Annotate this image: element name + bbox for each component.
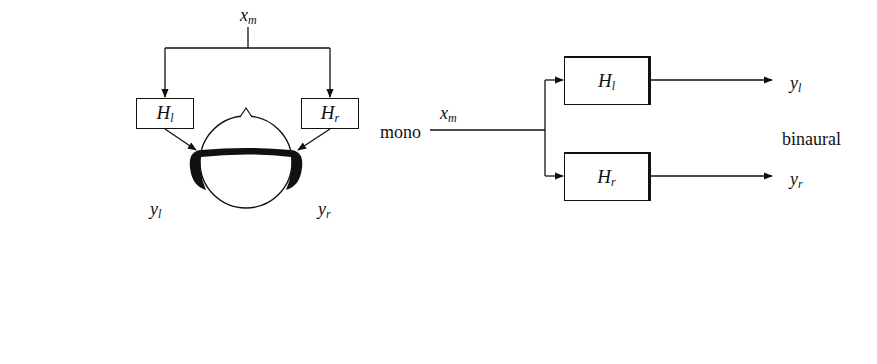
signal-name: yl xyxy=(790,74,801,94)
output-label: binaural xyxy=(782,130,841,148)
filter-box: Hr xyxy=(564,152,651,201)
filter-label: Hl xyxy=(156,103,173,124)
signal-name: yr xyxy=(318,200,331,220)
head-illustration xyxy=(190,108,303,208)
signal-name: yl xyxy=(150,200,161,220)
filter-box: Hr xyxy=(301,98,359,129)
signal-name: yr xyxy=(790,170,803,190)
input-label: mono xyxy=(380,123,421,141)
filter-box: Hl xyxy=(136,98,194,129)
filter-label: Hr xyxy=(597,167,615,188)
signal-name: xm xyxy=(440,104,457,124)
filter-label: Hr xyxy=(321,103,339,124)
filter-label: Hl xyxy=(598,71,615,92)
filter-box: Hl xyxy=(564,56,651,105)
signal-name: xm xyxy=(240,6,257,26)
